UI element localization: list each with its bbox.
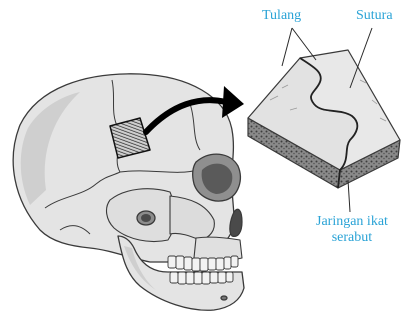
label-suture: Sutura [356,8,393,24]
lower-teeth [170,272,233,284]
bone-section [248,50,400,188]
label-bone: Tulang [262,8,301,24]
upper-teeth [168,256,238,271]
label-fibrous-tissue-line1: Jaringan ikat [316,214,388,230]
skull-illustration [13,74,244,310]
label-fibrous-tissue-line2: serabut [316,230,388,246]
label-fibrous-tissue: Jaringan ikat serabut [316,214,388,246]
